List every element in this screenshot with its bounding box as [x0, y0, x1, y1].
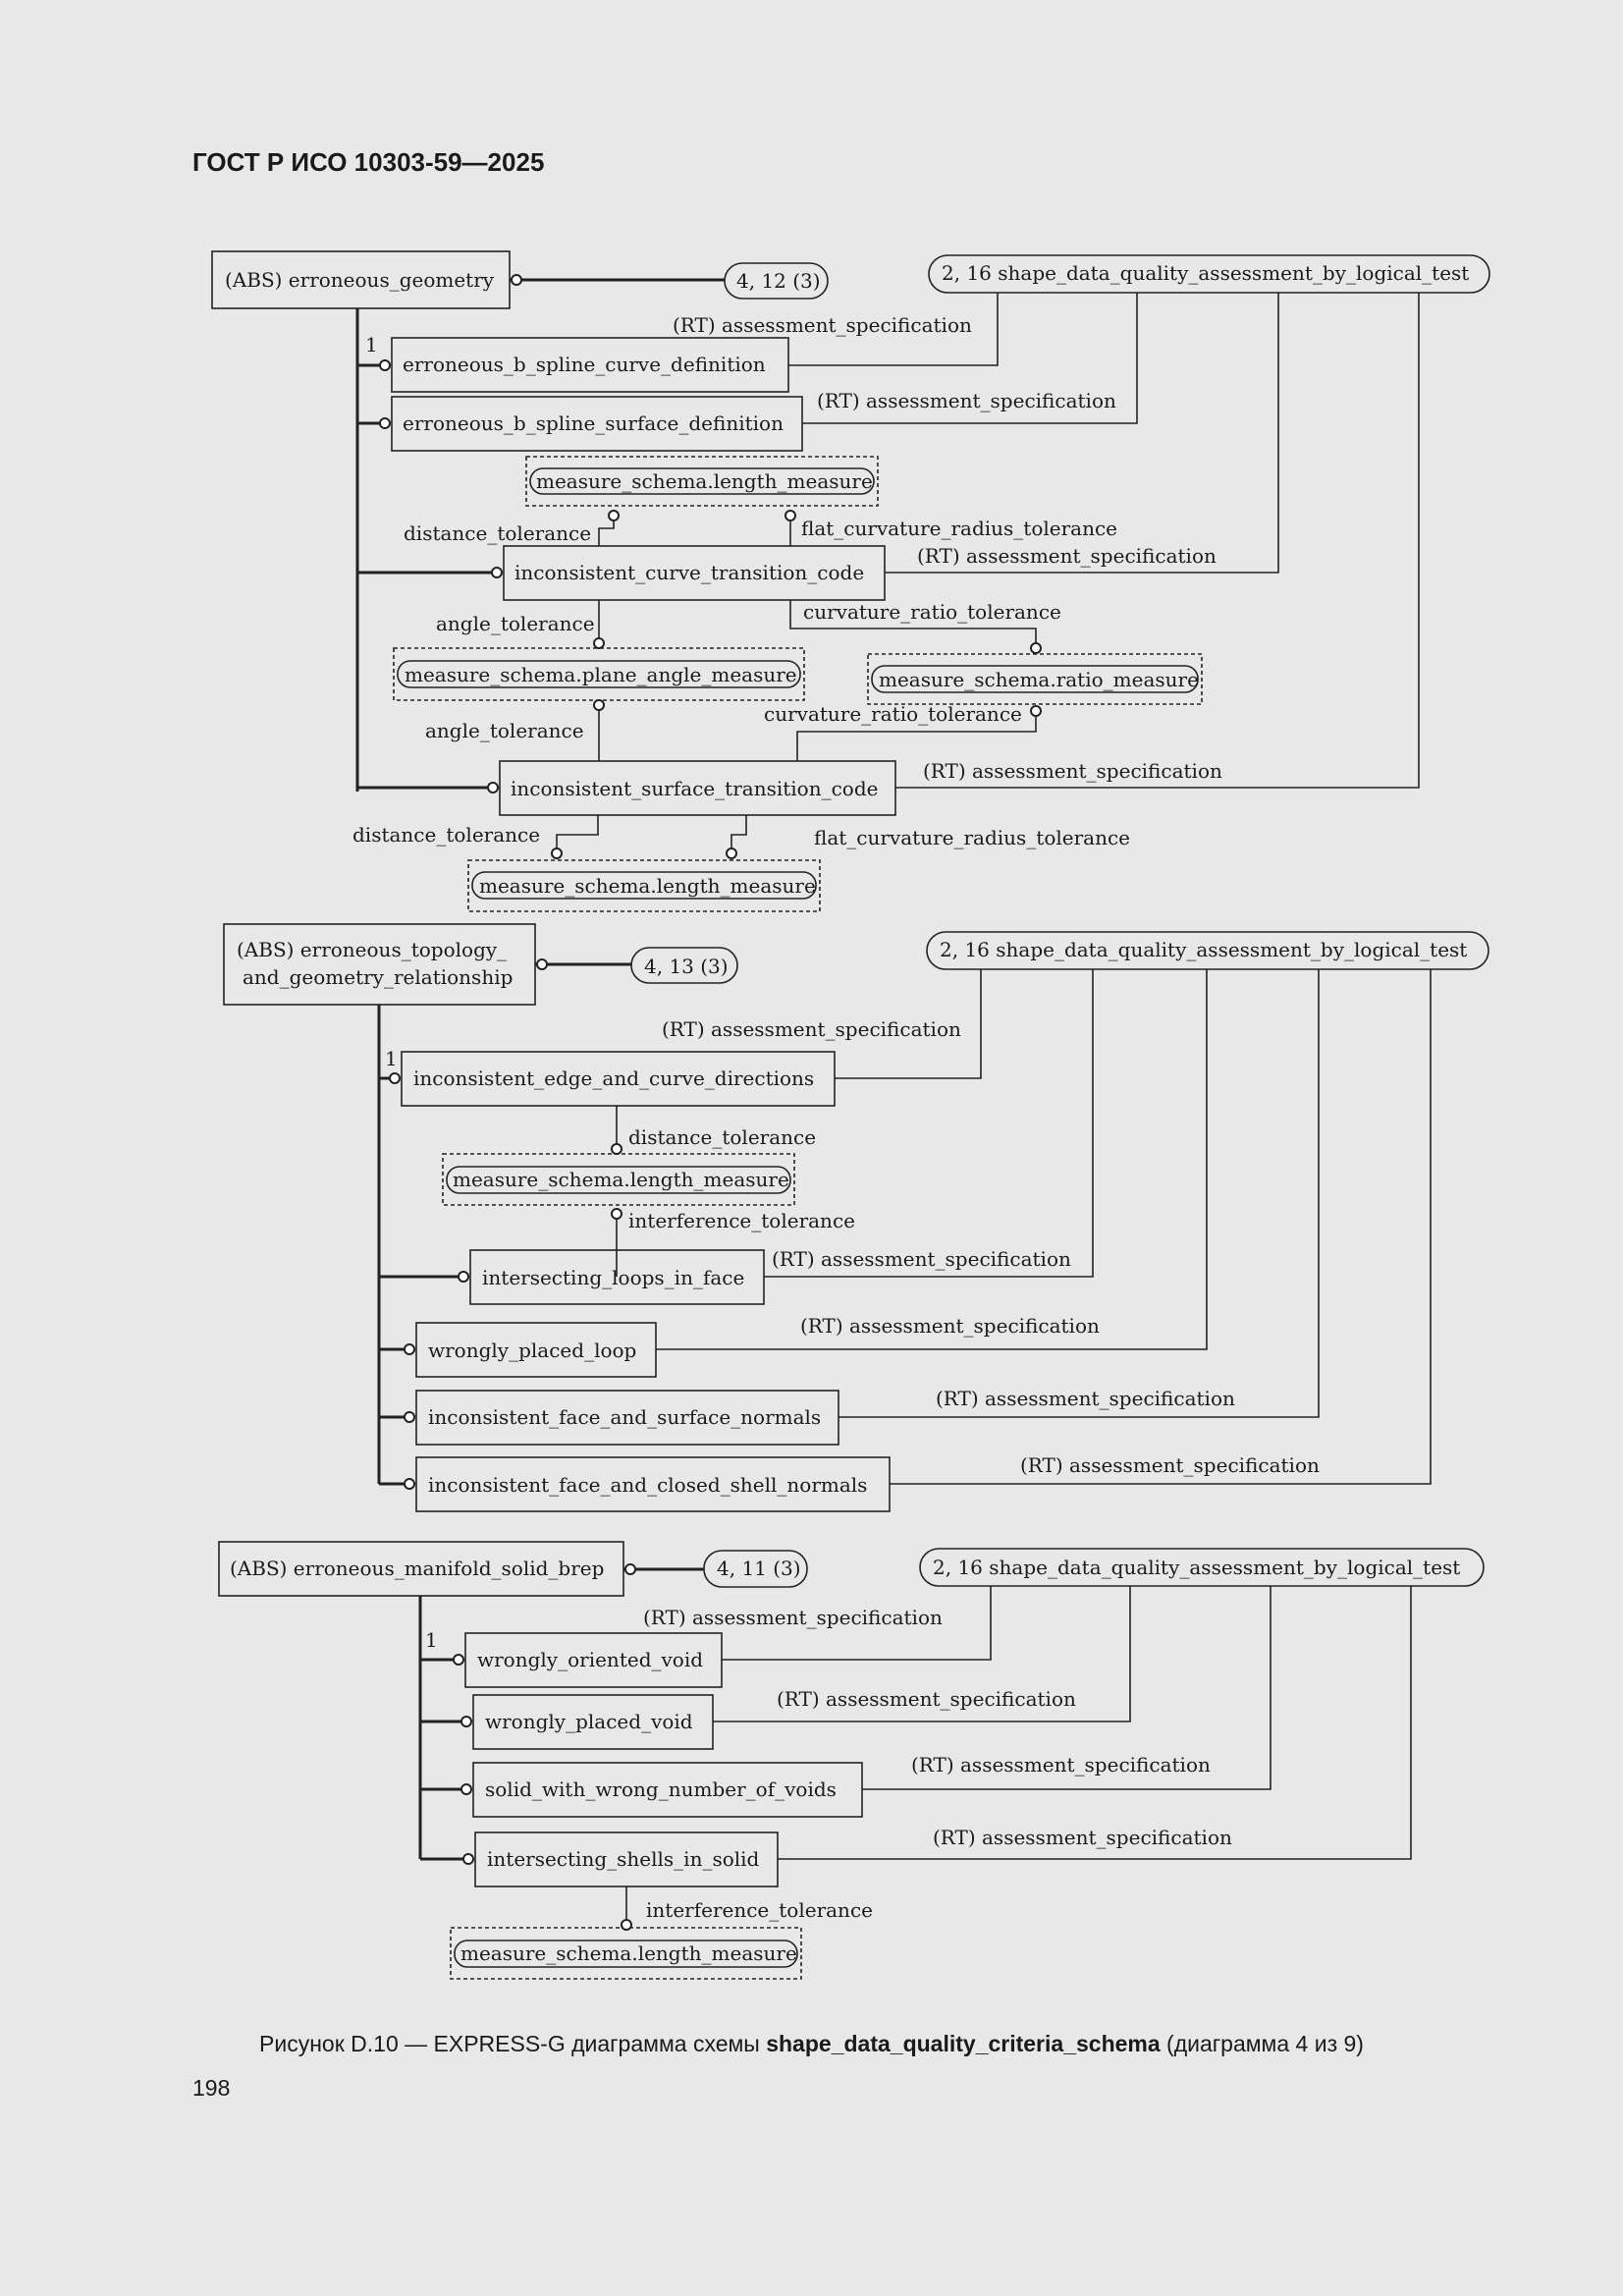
relationship-label: (RT) assessment_specification: [1020, 1453, 1320, 1477]
type-label: measure_schema.ratio_measure: [879, 668, 1199, 691]
relationship-label: (RT) assessment_specification: [673, 313, 972, 337]
page-reference-label: 4, 13 (3): [644, 955, 729, 978]
page-reference-label: 2, 16 shape_data_quality_assessment_by_l…: [940, 938, 1467, 961]
entity-label: intersecting_shells_in_solid: [487, 1847, 760, 1871]
relationship-label: interference_tolerance: [646, 1898, 873, 1922]
entity-label: inconsistent_curve_transition_code: [514, 561, 864, 584]
relationship-label: distance_tolerance: [404, 521, 591, 545]
relationship-label: (RT) assessment_specification: [933, 1826, 1232, 1849]
cardinality-label: 1: [385, 1047, 398, 1070]
type-box: [525, 456, 879, 507]
page-reference: [926, 931, 1489, 970]
caption-suffix: (диаграмма 4 из 9): [1160, 2031, 1364, 2056]
entity-label: erroneous_b_spline_surface_definition: [403, 411, 784, 435]
relationship-label: (RT) assessment_specification: [662, 1017, 961, 1041]
page-reference: [928, 254, 1490, 294]
entity-label: inconsistent_face_and_closed_shell_norma…: [428, 1473, 867, 1497]
relationship-label: (RT) assessment_specification: [643, 1606, 943, 1629]
entity-label: wrongly_placed_void: [485, 1710, 693, 1733]
type-box: [867, 653, 1203, 705]
root-entity-label: (ABS) erroneous_geometry: [225, 268, 495, 292]
relationship-label: distance_tolerance: [628, 1125, 816, 1149]
relationship-label: curvature_ratio_tolerance: [803, 600, 1061, 624]
cardinality-label: 1: [365, 333, 378, 356]
entity-label: intersecting_loops_in_face: [482, 1266, 744, 1289]
relationship-label: flat_curvature_radius_tolerance: [801, 517, 1117, 540]
entity-label: wrongly_placed_loop: [428, 1339, 636, 1362]
page-reference-label: 2, 16 shape_data_quality_assessment_by_l…: [942, 261, 1469, 285]
entity-label: inconsistent_surface_transition_code: [511, 777, 878, 800]
entity-label: wrongly_oriented_void: [477, 1648, 703, 1671]
page-number: 198: [192, 2075, 231, 2101]
type-label: measure_schema.length_measure: [453, 1168, 789, 1191]
entity-box: [223, 923, 536, 1006]
relationship-label: (RT) assessment_specification: [923, 759, 1222, 783]
type-box: [467, 859, 821, 912]
root-entity-label: (ABS) erroneous_manifold_solid_brep: [230, 1557, 604, 1580]
relationship-label: (RT) assessment_specification: [772, 1247, 1071, 1271]
relationship-label: flat_curvature_radius_tolerance: [814, 826, 1130, 849]
entity-label: inconsistent_face_and_surface_normals: [428, 1405, 821, 1429]
entity-label: solid_with_wrong_number_of_voids: [485, 1777, 837, 1801]
cardinality-label: 1: [425, 1628, 438, 1652]
page-reference-label: 2, 16 shape_data_quality_assessment_by_l…: [933, 1556, 1460, 1579]
entity-label: erroneous_b_spline_curve_definition: [403, 353, 766, 376]
type-label: measure_schema.plane_angle_measure: [405, 663, 797, 686]
entity-label: inconsistent_edge_and_curve_directions: [413, 1066, 814, 1090]
type-label: measure_schema.length_measure: [460, 1941, 797, 1965]
relationship-label: (RT) assessment_specification: [936, 1387, 1235, 1410]
relationship-label: (RT) assessment_specification: [800, 1314, 1100, 1338]
caption-prefix: Рисунок D.10 — EXPRESS-G диаграмма схемы: [259, 2031, 767, 2056]
caption-schema-name: shape_data_quality_criteria_schema: [766, 2031, 1161, 2056]
relationship-label: curvature_ratio_tolerance: [764, 702, 1022, 726]
root-entity-label: (ABS) erroneous_topology_: [237, 938, 507, 961]
type-label: measure_schema.length_measure: [479, 874, 816, 898]
document-header: ГОСТ Р ИСО 10303-59—2025: [192, 147, 545, 177]
page-reference: [919, 1548, 1485, 1587]
root-entity-label: and_geometry_relationship: [243, 965, 513, 989]
relationship-label: angle_tolerance: [436, 612, 595, 635]
relationship-label: (RT) assessment_specification: [911, 1753, 1211, 1777]
relationship-label: interference_tolerance: [628, 1209, 855, 1232]
relationship-label: (RT) assessment_specification: [917, 544, 1217, 568]
relationship-label: (RT) assessment_specification: [777, 1687, 1076, 1711]
figure-caption: Рисунок D.10 — EXPRESS-G диаграмма схемы…: [0, 2031, 1623, 2057]
page-reference-label: 4, 11 (3): [717, 1557, 801, 1580]
relationship-label: angle_tolerance: [425, 719, 584, 742]
type-label: measure_schema.length_measure: [536, 469, 873, 493]
page-reference-label: 4, 12 (3): [736, 269, 821, 293]
relationship-label: distance_tolerance: [352, 823, 540, 847]
relationship-label: (RT) assessment_specification: [817, 389, 1116, 412]
